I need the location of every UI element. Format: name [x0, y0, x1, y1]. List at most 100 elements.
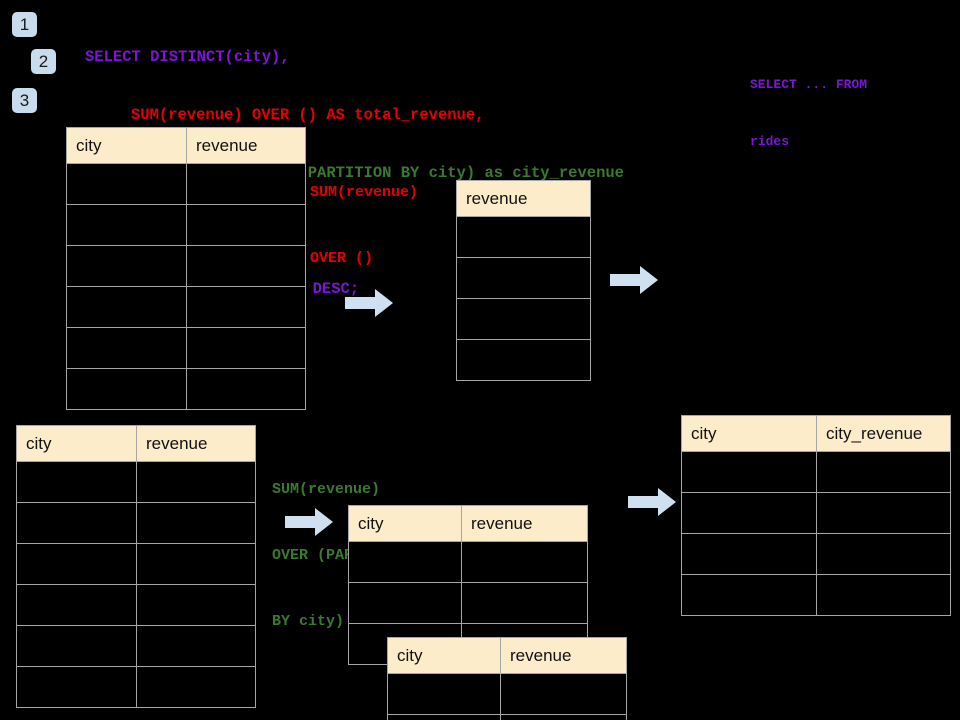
table-cell: [16, 584, 137, 626]
annotation-over-all-line-1: SUM(revenue): [310, 184, 419, 201]
arrow-total-to-result-icon: [610, 266, 658, 294]
step-badge-3: 3: [12, 88, 37, 113]
table-cell: [456, 298, 591, 340]
table-cell: [66, 245, 187, 287]
column-header-revenue: revenue: [136, 425, 256, 462]
table-row: [387, 673, 627, 715]
table-cell: [136, 502, 256, 544]
table-cell: [136, 543, 256, 585]
column-header-city: city: [681, 415, 817, 452]
column-header-city: city: [16, 425, 137, 462]
table-cell: [136, 666, 256, 708]
table-header-row: revenue: [456, 180, 591, 217]
table-header-row: city revenue: [66, 127, 306, 164]
table-row: [66, 245, 306, 287]
table-cell: [681, 451, 817, 493]
table-total-revenue: revenue: [456, 180, 591, 381]
table-cell: [387, 714, 501, 720]
table-cell: [136, 625, 256, 667]
table-cell: [461, 582, 588, 624]
side-note-line-2: rides: [750, 134, 790, 149]
table-cell: [500, 673, 627, 715]
table-cell: [16, 502, 137, 544]
annotation-over-all: SUM(revenue) OVER (): [310, 138, 418, 314]
table-cell: [66, 327, 187, 369]
table-row: [66, 286, 306, 328]
table-cell: [186, 327, 306, 369]
table-cell: [456, 339, 591, 381]
table-row: [66, 204, 306, 246]
table-row: [348, 541, 588, 583]
table-source-top: city revenue: [66, 127, 306, 410]
column-header-revenue: revenue: [461, 505, 588, 542]
annotation-over-partition-line-1: SUM(revenue): [272, 481, 381, 498]
table-cell: [186, 204, 306, 246]
table-cell: [186, 163, 306, 205]
table-row: [456, 339, 591, 381]
table-cell: [348, 541, 462, 583]
table-row: [66, 368, 306, 410]
table-cell: [348, 582, 462, 624]
column-header-city: city: [387, 637, 501, 674]
table-row: [456, 257, 591, 299]
annotation-over-partition-line-3: BY city): [272, 613, 345, 630]
column-header-revenue: revenue: [456, 180, 591, 217]
sql-line-select: SELECT DISTINCT(city),: [85, 48, 290, 66]
annotation-over-all-line-2: OVER (): [310, 250, 374, 267]
column-header-city-revenue: city_revenue: [816, 415, 951, 452]
sql-line-total-revenue: SUM(revenue) OVER () AS total_revenue,: [131, 106, 485, 124]
table-cell: [681, 574, 817, 616]
step-badge-2: 2: [31, 49, 56, 74]
table-cell: [186, 286, 306, 328]
table-cell: [136, 584, 256, 626]
column-header-city: city: [66, 127, 187, 164]
table-cell: [16, 625, 137, 667]
column-header-revenue: revenue: [500, 637, 627, 674]
table-cell: [136, 461, 256, 503]
table-cell: [66, 204, 187, 246]
table-cell: [16, 461, 137, 503]
table-cell: [387, 673, 501, 715]
table-source-bottom: city revenue: [16, 425, 256, 708]
table-cell: [456, 257, 591, 299]
table-row: [387, 714, 627, 720]
column-header-city: city: [348, 505, 462, 542]
table-cell: [681, 492, 817, 534]
table-row: [681, 533, 951, 575]
table-row: [456, 298, 591, 340]
table-partition-front: city revenue: [387, 637, 627, 720]
table-cell: [186, 245, 306, 287]
table-row: [16, 666, 256, 708]
table-cell: [816, 533, 951, 575]
annotation-over-partition: SUM(revenue) OVER (PARTITION BY city): [272, 435, 407, 677]
table-cell: [16, 543, 137, 585]
arrow-source-to-total-icon: [345, 289, 393, 317]
table-cell: [681, 533, 817, 575]
table-row: [16, 584, 256, 626]
table-cell: [816, 574, 951, 616]
table-row: [681, 451, 951, 493]
table-cell: [66, 368, 187, 410]
table-row: [681, 492, 951, 534]
table-result: city city_revenue: [681, 415, 951, 616]
table-row: [16, 543, 256, 585]
table-cell: [456, 216, 591, 258]
table-header-row: city revenue: [348, 505, 588, 542]
table-cell: [16, 666, 137, 708]
table-cell: [461, 541, 588, 583]
table-cell: [500, 714, 627, 720]
table-row: [66, 163, 306, 205]
table-header-row: city city_revenue: [681, 415, 951, 452]
side-note-line-1: SELECT ... FROM: [750, 77, 868, 92]
table-row: [66, 327, 306, 369]
arrow-partition-to-result-icon: [628, 488, 676, 516]
table-cell: [816, 492, 951, 534]
table-row: [16, 625, 256, 667]
table-row: [681, 574, 951, 616]
table-row: [16, 502, 256, 544]
table-row: [348, 582, 588, 624]
column-header-revenue: revenue: [186, 127, 306, 164]
table-row: [16, 461, 256, 503]
step-badge-1: 1: [12, 12, 37, 37]
